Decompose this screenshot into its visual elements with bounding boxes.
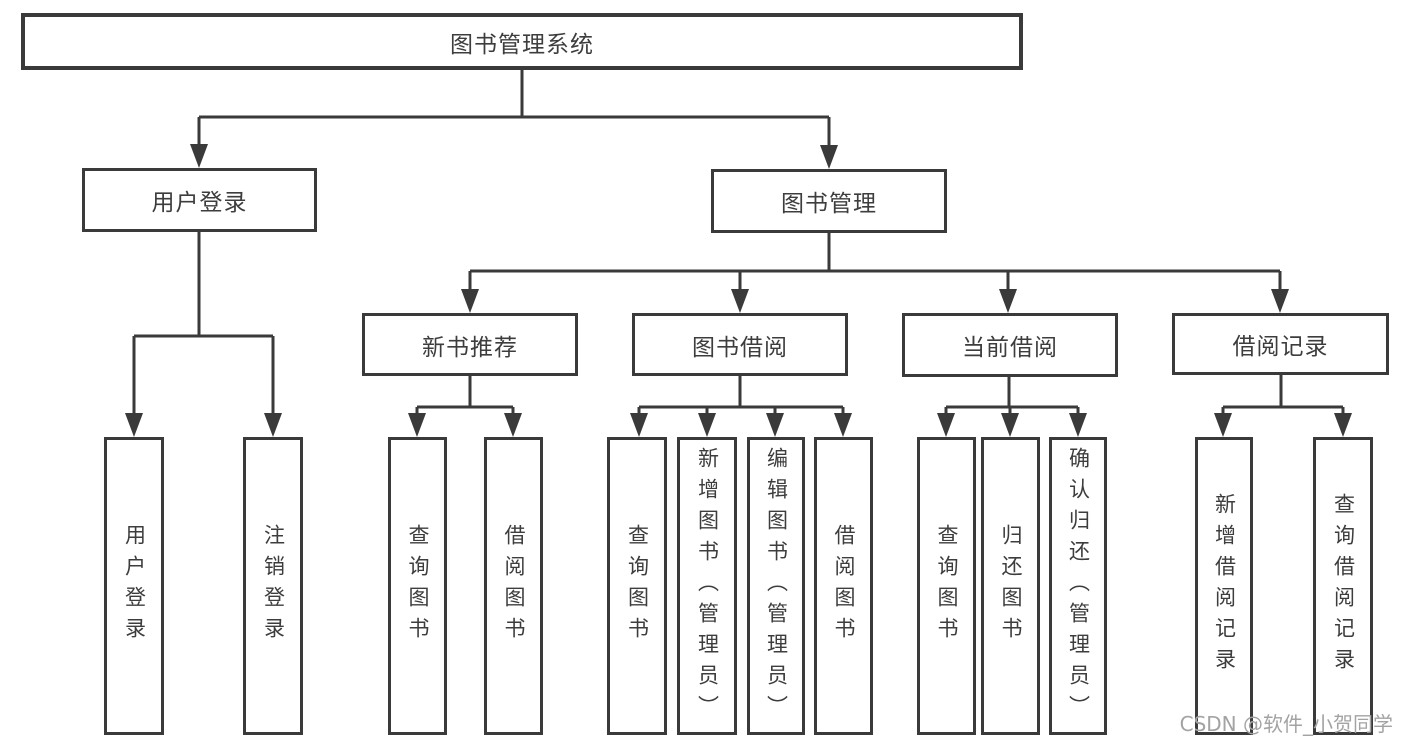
node-new-book-recommendation: 新书推荐 [362, 313, 578, 376]
leaf-user-login: 用户登录 [104, 437, 164, 735]
leaf-add-book-admin: 新增图书（管理员） [677, 437, 737, 735]
leaf-add-borrow-record: 新增借阅记录 [1195, 437, 1253, 735]
leaf-query-borrow-record-label: 查询借阅记录 [1331, 493, 1356, 679]
node-borrowing-records-label: 借阅记录 [1232, 334, 1329, 360]
leaf-edit-book-admin-label: 编辑图书（管理员） [764, 446, 789, 726]
node-borrowing-records: 借阅记录 [1172, 313, 1389, 375]
csdn-watermark: CSDN @软件_小贺同学 [1179, 712, 1393, 736]
node-book-borrowing-label: 图书借阅 [692, 334, 788, 361]
leaf-user-login-label: 用户登录 [122, 524, 147, 648]
leaf-query-book-current: 查询图书 [917, 437, 976, 735]
leaf-borrow-book-borrowing-label: 借阅图书 [832, 524, 856, 648]
node-user-login-label: 用户登录 [151, 190, 248, 216]
leaf-confirm-return-admin: 确认归还（管理员） [1049, 437, 1107, 735]
node-book-management-label: 图书管理 [781, 191, 877, 217]
leaf-query-book-current-label: 查询图书 [935, 524, 959, 648]
leaf-edit-book-admin: 编辑图书（管理员） [747, 437, 805, 735]
node-current-borrowing: 当前借阅 [902, 313, 1118, 377]
node-root-label: 图书管理系统 [450, 31, 594, 58]
leaf-add-book-admin-label: 新增图书（管理员） [695, 446, 720, 726]
node-user-login: 用户登录 [82, 168, 317, 232]
leaf-borrow-book-recommendation-label: 借阅图书 [502, 524, 526, 648]
leaf-return-book-label: 归还图书 [999, 524, 1023, 648]
leaf-borrow-book-borrowing: 借阅图书 [814, 437, 873, 735]
node-book-management: 图书管理 [711, 169, 947, 233]
leaf-borrow-book-recommendation: 借阅图书 [484, 437, 543, 735]
arrowheads [125, 144, 1352, 437]
leaf-logout: 注销登录 [243, 437, 303, 735]
leaf-confirm-return-admin-label: 确认归还（管理员） [1066, 446, 1091, 726]
node-new-book-recommendation-label: 新书推荐 [422, 334, 518, 361]
node-book-borrowing: 图书借阅 [632, 313, 848, 376]
leaf-query-book-recommendation: 查询图书 [388, 437, 447, 735]
leaf-query-book-borrowing: 查询图书 [607, 437, 667, 735]
leaf-query-book-recommendation-label: 查询图书 [406, 524, 430, 648]
leaf-query-book-borrowing-label: 查询图书 [625, 524, 650, 648]
leaf-logout-label: 注销登录 [261, 524, 286, 648]
node-root: 图书管理系统 [21, 13, 1023, 70]
leaf-add-borrow-record-label: 新增借阅记录 [1212, 493, 1237, 679]
leaf-return-book: 归还图书 [981, 437, 1040, 735]
leaf-query-borrow-record: 查询借阅记录 [1313, 437, 1373, 735]
node-current-borrowing-label: 当前借阅 [962, 335, 1058, 361]
